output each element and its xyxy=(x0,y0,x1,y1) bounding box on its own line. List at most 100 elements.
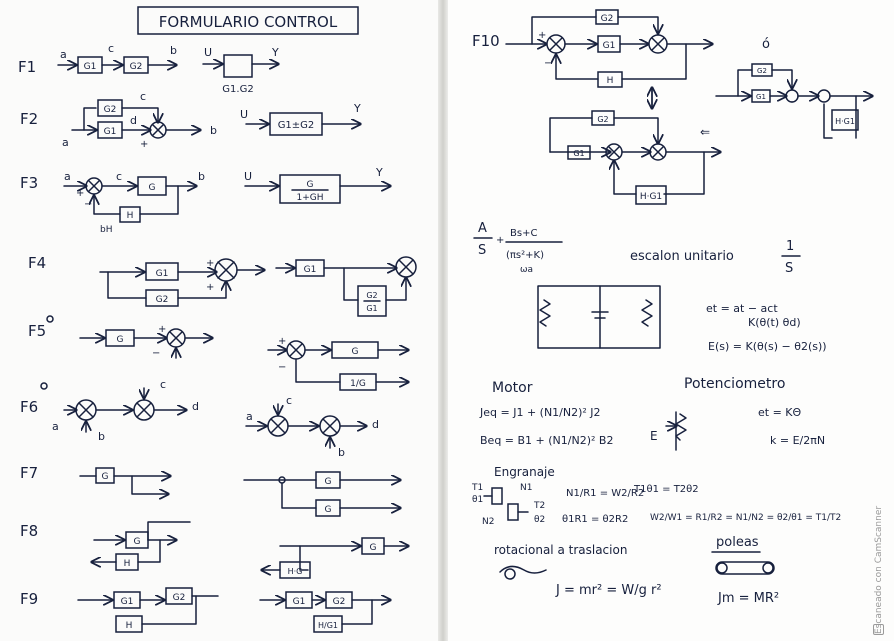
f2-g2: G2 xyxy=(104,105,117,115)
pot-k: k = E/2πN xyxy=(770,434,825,447)
f7-g2: G xyxy=(325,477,332,487)
f10-block: F10 G1 G2 H + − ó xyxy=(472,9,872,205)
pot-e: E xyxy=(650,429,658,443)
f6-c: c xyxy=(160,378,166,391)
f2-u: U xyxy=(240,108,248,121)
f3-a: a xyxy=(64,170,71,183)
laplace-note: ωa xyxy=(520,265,533,275)
f8-label: F8 xyxy=(20,522,38,540)
f2-block: F2 a c d b + G2 G1 G1±G2 U Y xyxy=(20,90,361,150)
f5-gb: G xyxy=(352,347,359,357)
motor-beq: Beq = B1 + (N1/N2)² B2 xyxy=(480,434,613,447)
f4-g2-num: G2 xyxy=(366,291,377,300)
f6-d: d xyxy=(192,400,199,413)
f7-label: F7 xyxy=(20,464,38,482)
f10-equiv: ⇐ xyxy=(700,125,710,139)
f9-label: F9 xyxy=(20,590,38,608)
potenciometro-block: Potenciometro E et = KΘ k = E/2πN xyxy=(650,376,825,451)
f4-plus2: + xyxy=(206,282,214,293)
f10-h: H xyxy=(607,76,614,86)
f1-u: U xyxy=(204,46,212,59)
f8-hg: H·G xyxy=(288,567,303,576)
f8-block: F8 G H G H·G xyxy=(20,521,408,579)
f3-num: G xyxy=(307,180,314,190)
f8-g2: G xyxy=(370,543,377,553)
f7-block: F7 G G G xyxy=(20,464,400,517)
eng-r3: T1θ1 = T2θ2 xyxy=(633,484,699,495)
eq-eg: E(s) = K(θ(s) − θ2(s)) xyxy=(708,340,827,353)
f10-label: F10 xyxy=(472,32,500,50)
f9-g2b: G2 xyxy=(333,597,346,607)
f2-c: c xyxy=(140,90,146,103)
f6-a: a xyxy=(52,420,59,433)
eng-t2: T2 xyxy=(533,501,545,511)
f4-plus1: + xyxy=(206,258,214,269)
f10-plus: + xyxy=(538,30,546,41)
f5-g: G xyxy=(117,335,124,345)
f7-g3: G xyxy=(325,505,332,515)
circuit-sketch xyxy=(537,285,661,349)
eng-r1: N1/R1 = W2/R2 xyxy=(566,488,644,499)
f10-hg2: H·G1 xyxy=(835,117,855,126)
f4-g1: G1 xyxy=(156,269,169,279)
f3-b: b xyxy=(198,170,205,183)
laplace-block: A S + Bs+C (πs²+K) ωa escalon unitario 1… xyxy=(473,221,801,276)
escalon-one: 1 xyxy=(786,239,794,254)
poleas-title: poleas xyxy=(716,535,759,550)
f9-g2: G2 xyxy=(173,593,186,603)
f10-minus: − xyxy=(544,58,552,69)
pot-title: Potenciometro xyxy=(684,376,785,392)
f2-a: a xyxy=(62,136,69,149)
engranaje-title: Engranaje xyxy=(494,465,555,479)
f1-in: a xyxy=(60,48,67,61)
f2-plus: + xyxy=(140,139,148,150)
f3-y: Y xyxy=(375,166,383,179)
eq-k: K(θ(t) θd) xyxy=(748,316,801,329)
f2-result: G1±G2 xyxy=(278,120,315,131)
title-block: FORMULARIO CONTROL xyxy=(137,6,359,35)
f3-c: c xyxy=(116,170,122,183)
eng-t1: T1 xyxy=(471,483,483,493)
page-title: FORMULARIO CONTROL xyxy=(159,13,338,31)
f3-label: F3 xyxy=(20,174,38,192)
f9-g1b: G1 xyxy=(293,597,306,607)
f6-d2: d xyxy=(372,418,379,431)
f10-g2-lower: G2 xyxy=(597,115,608,124)
rotacion-j: J = mr² = W/g r² xyxy=(555,583,662,598)
f4-g1b: G1 xyxy=(304,265,317,275)
f5-block: F5 G + − G 1/G + − xyxy=(28,315,408,391)
f10-g1-lower: G1 xyxy=(573,149,584,158)
f3-h: H xyxy=(127,211,134,221)
escalon-s: S xyxy=(785,261,793,276)
f3-minus: − xyxy=(84,199,92,210)
poleas-jm: Jm = MR² xyxy=(717,591,779,606)
f3-plus: + xyxy=(76,188,84,199)
svg-text:+: + xyxy=(496,235,504,246)
f10-or: ó xyxy=(762,37,770,52)
f2-d: d xyxy=(130,114,137,127)
f3-den: 1+GH xyxy=(296,193,323,203)
f7-g: G xyxy=(102,472,109,482)
f1-y: Y xyxy=(271,46,279,59)
f1-g1: G1 xyxy=(84,62,97,72)
left-page xyxy=(0,0,440,641)
right-page xyxy=(447,0,894,641)
f1-result: G1.G2 xyxy=(222,84,253,95)
f2-b: b xyxy=(210,124,217,137)
f5-minus2: − xyxy=(278,362,286,373)
f5-inv: 1/G xyxy=(350,379,366,389)
engranaje-block: Engranaje N1 N2 T1 θ1 T2 θ2 N1/R1 = W2/R… xyxy=(471,465,841,527)
watermark-text: Escaneado con CamScanner xyxy=(874,505,884,634)
f1-label: F1 xyxy=(18,58,36,76)
f5-label: F5 xyxy=(28,322,46,340)
eng-o2: θ2 xyxy=(534,515,545,525)
f4-g2-den: G1 xyxy=(366,304,377,313)
motor-block: Motor Jeq = J1 + (N1/N2)² J2 Beq = B1 + … xyxy=(479,380,613,447)
f1-g2: G2 xyxy=(130,62,143,72)
f10-g2: G2 xyxy=(601,14,614,24)
f6-c2: c xyxy=(286,394,292,407)
f4-g2: G2 xyxy=(156,295,169,305)
f3-u: U xyxy=(244,170,252,183)
f10-g1-alt: G1 xyxy=(756,93,766,101)
